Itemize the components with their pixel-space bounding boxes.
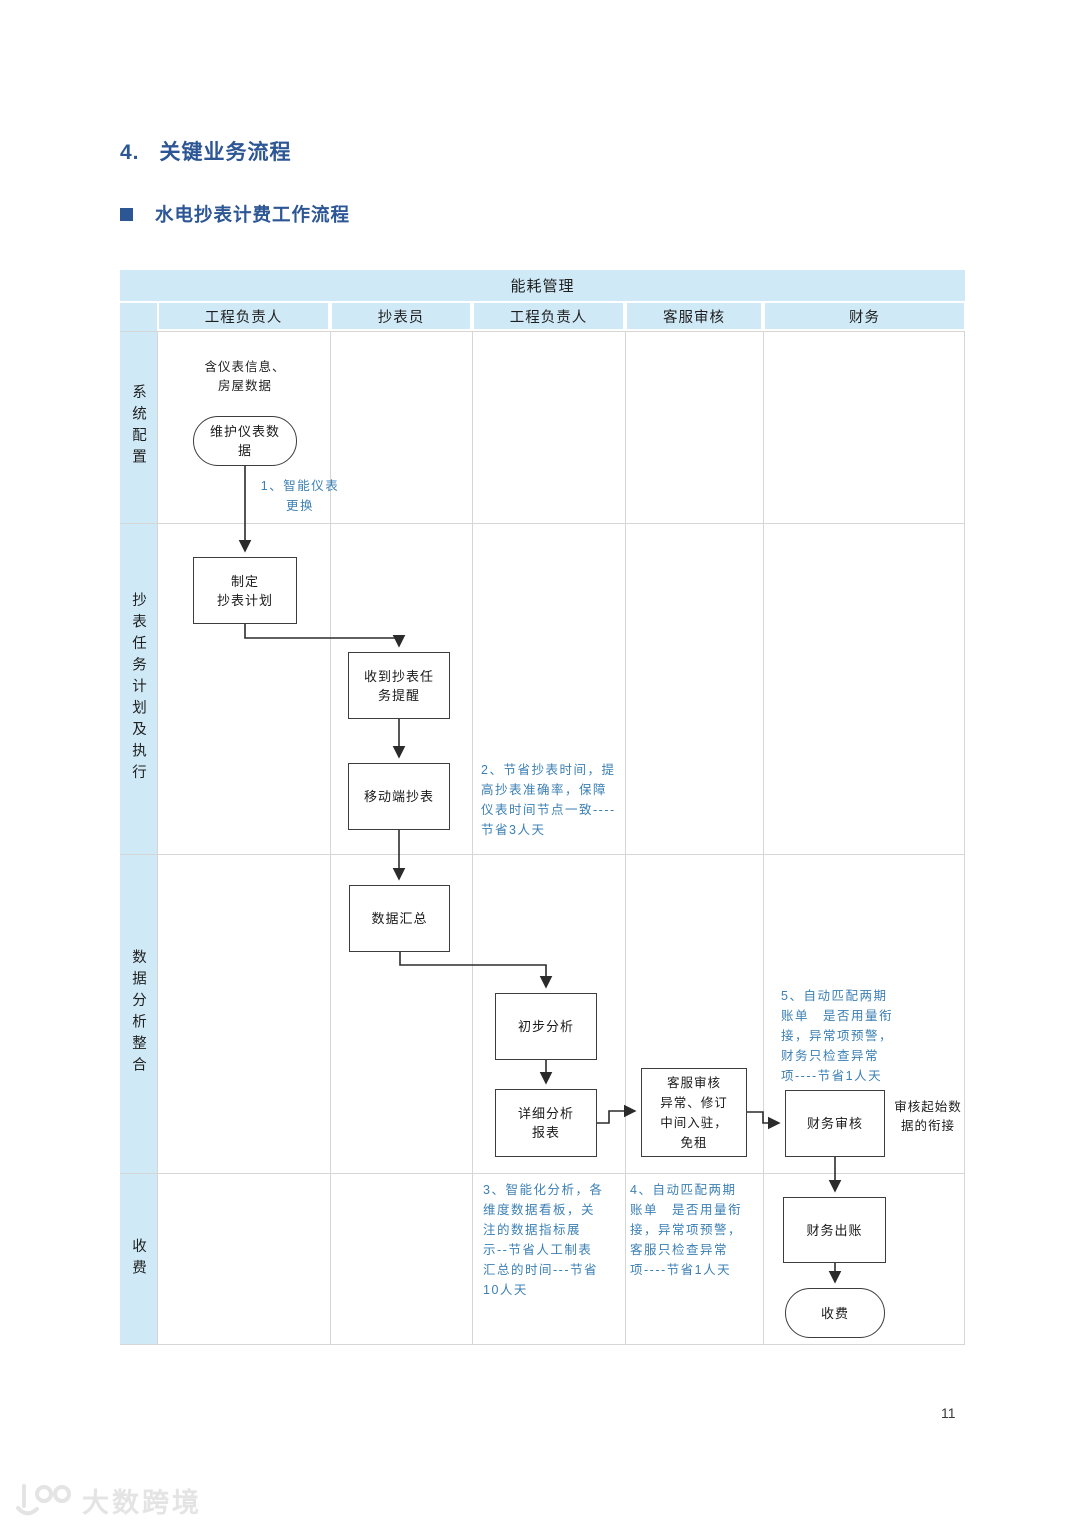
node-maintain-meter-data: 维护仪表数 据 (193, 416, 297, 466)
node-mobile-meter-reading: 移动端抄表 (348, 763, 450, 830)
section-number: 4. (120, 141, 140, 164)
node-charge: 收费 (785, 1288, 885, 1338)
swimlane-flowchart: 能耗管理 工程负责人 抄表员 工程负责人 客服审核 财务 系统配置 抄表任务计划… (120, 270, 965, 1345)
node-cs-review: 客服审核 异常、修订 中间入驻， 免租 (641, 1068, 747, 1157)
note-finance-review: 审核起始数 据的衔接 (894, 1100, 962, 1133)
annotation-5-auto-match-bills-finance: 5、自动匹配两期 账单 是否用量衔 接，异常项预警， 财务只检查异常 项----… (781, 989, 894, 1083)
annotation-4-auto-match-bills-cs: 4、自动匹配两期 账单 是否用量衔 接，异常项预警， 客服只检查异常 项----… (630, 1183, 743, 1277)
subsection-heading: 水电抄表计费工作流程 (120, 201, 350, 227)
subsection-title: 水电抄表计费工作流程 (155, 204, 351, 225)
annotation-3-smart-analysis: 3、智能化分析，各 维度数据看板，关 注的数据指标展 示--节省人工制表 汇总的… (483, 1183, 604, 1297)
page-title: 关键业务流程 (159, 141, 292, 164)
phase-label-column (120, 303, 157, 1344)
flow-connectors (238, 466, 842, 1284)
brand-logo-icon (16, 1484, 71, 1516)
grid-line (120, 854, 965, 855)
section-heading: 4. 关键业务流程 (120, 136, 292, 166)
grid-line (120, 1173, 965, 1174)
grid-line (120, 1344, 965, 1345)
connector-arrow (597, 1104, 637, 1124)
phase-label-system-config: 系统配置 (130, 384, 146, 470)
lane-header-engineer-2: 工程负责人 (474, 303, 623, 329)
watermark: 大数跨境 (14, 1480, 202, 1520)
lane-header-cs-review: 客服审核 (627, 303, 761, 329)
lane-header-finance: 财务 (765, 303, 964, 329)
watermark-text: 大数跨境 (82, 1487, 202, 1518)
grid-line (964, 331, 965, 1344)
node-preliminary-analysis: 初步分析 (495, 993, 597, 1060)
grid-line (157, 331, 158, 1344)
lane-header-meter-reader: 抄表员 (332, 303, 470, 329)
connector-arrow (747, 1111, 781, 1130)
node-receive-task-reminder: 收到抄表任 务提醒 (348, 652, 450, 719)
phase-label-data-analysis: 数据分析整合 (130, 949, 146, 1078)
grid-line (330, 331, 331, 1344)
grid-line (120, 523, 965, 524)
phase-label-task-plan: 抄表任务计划及执行 (130, 591, 146, 786)
connector-arrow (244, 624, 406, 648)
connector-arrow (399, 952, 553, 989)
annotation-1-smart-meter: 1、智能仪表 更换 (260, 479, 340, 513)
node-data-summary: 数据汇总 (349, 885, 450, 952)
page-number: 11 (941, 1405, 956, 1421)
grid-line (120, 331, 965, 332)
phase-label-charging: 收费 (130, 1237, 146, 1281)
node-finance-review: 财务审核 (785, 1090, 885, 1157)
bullet-square-icon (120, 207, 133, 221)
grid-line (472, 331, 473, 1344)
node-make-reading-plan: 制定 抄表计划 (193, 557, 297, 624)
annotation-2-save-reading-time: 2、节省抄表时间，提 高抄表准确率，保障 仪表时间节点一致---- 节省3人天 (481, 763, 616, 837)
grid-line (763, 331, 764, 1344)
note-meter-info: 含仪表信息、 房屋数据 (204, 360, 286, 393)
node-detailed-analysis-report: 详细分析 报表 (495, 1089, 597, 1157)
lane-header-engineer-1: 工程负责人 (159, 303, 328, 329)
grid-line (625, 331, 626, 1344)
diagram-title: 能耗管理 (120, 270, 965, 301)
node-finance-billing: 财务出账 (783, 1197, 886, 1263)
